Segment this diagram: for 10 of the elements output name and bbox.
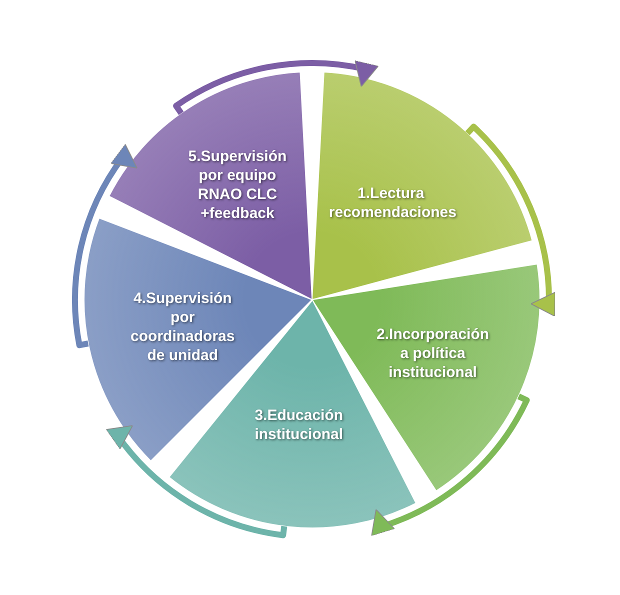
segment-label: 5.Supervisión por equipo RNAO CLC +feedback: [187, 147, 288, 224]
segment-label: 3.Educación institucional: [254, 406, 344, 444]
arrow: [173, 60, 379, 115]
arrow: [371, 394, 530, 536]
arrow: [72, 144, 138, 348]
arrow: [465, 124, 556, 317]
segment-label: 4.Supervisión por coordinadoras de unidad: [130, 289, 236, 366]
cycle-segment: [312, 72, 532, 300]
segment-label: 2.Incorporación a política institucional: [376, 325, 490, 382]
arrow: [106, 425, 288, 538]
